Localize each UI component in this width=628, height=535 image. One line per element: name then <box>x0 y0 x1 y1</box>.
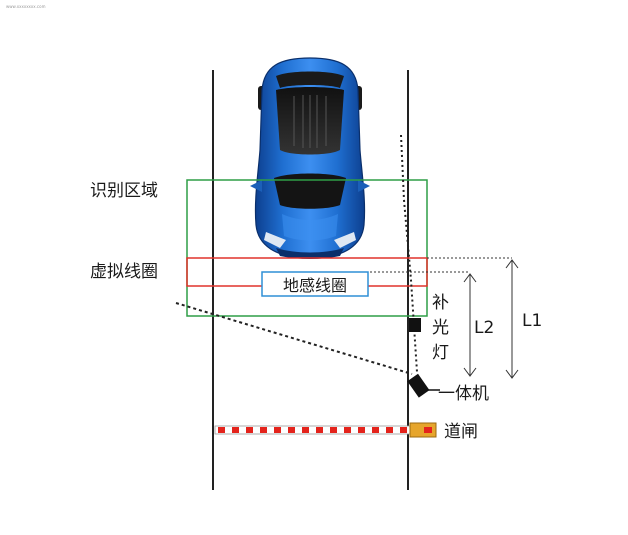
barrier-stripe <box>288 427 295 433</box>
barrier-gate-icon <box>214 422 437 438</box>
barrier-stripe <box>302 427 309 433</box>
barrier-stripe <box>246 427 253 433</box>
barrier-stripe <box>274 427 281 433</box>
barrier-gate-label: 道闸 <box>444 422 478 442</box>
recognition-zone-label: 识别区域 <box>90 181 158 201</box>
barrier-stripe <box>218 427 225 433</box>
barrier-stripe <box>386 427 393 433</box>
watermark: www.xxxxxxxx.com <box>6 4 46 9</box>
fill-light-label-2: 光 <box>432 318 449 338</box>
virtual-coil-label: 虚拟线圈 <box>90 262 158 282</box>
fill-light-icon <box>409 318 421 332</box>
recognition-zone-box <box>186 179 428 317</box>
l2-label: L2 <box>474 318 494 338</box>
barrier-stripe <box>330 427 337 433</box>
fill-light-label-1: 补 <box>432 293 449 313</box>
barrier-arm-stripes <box>218 427 407 433</box>
camera-icon <box>407 373 440 398</box>
barrier-stripe <box>260 427 267 433</box>
barrier-stripe <box>232 427 239 433</box>
barrier-stripe <box>316 427 323 433</box>
l2-dimension-arrow <box>463 273 477 377</box>
all-in-one-label: 一体机 <box>438 384 489 404</box>
l1-label: L1 <box>522 311 542 331</box>
barrier-stripe <box>344 427 351 433</box>
car-icon <box>250 57 370 259</box>
ground-coil-box <box>261 271 369 297</box>
camera-sight-line-lower <box>175 302 413 375</box>
barrier-stripe <box>400 427 407 433</box>
barrier-stripe <box>358 427 365 433</box>
ground-coil-label: 地感线圈 <box>283 276 347 295</box>
fill-light-label-3: 灯 <box>432 343 449 363</box>
l1-dimension-arrow <box>505 259 519 379</box>
barrier-stripe <box>372 427 379 433</box>
